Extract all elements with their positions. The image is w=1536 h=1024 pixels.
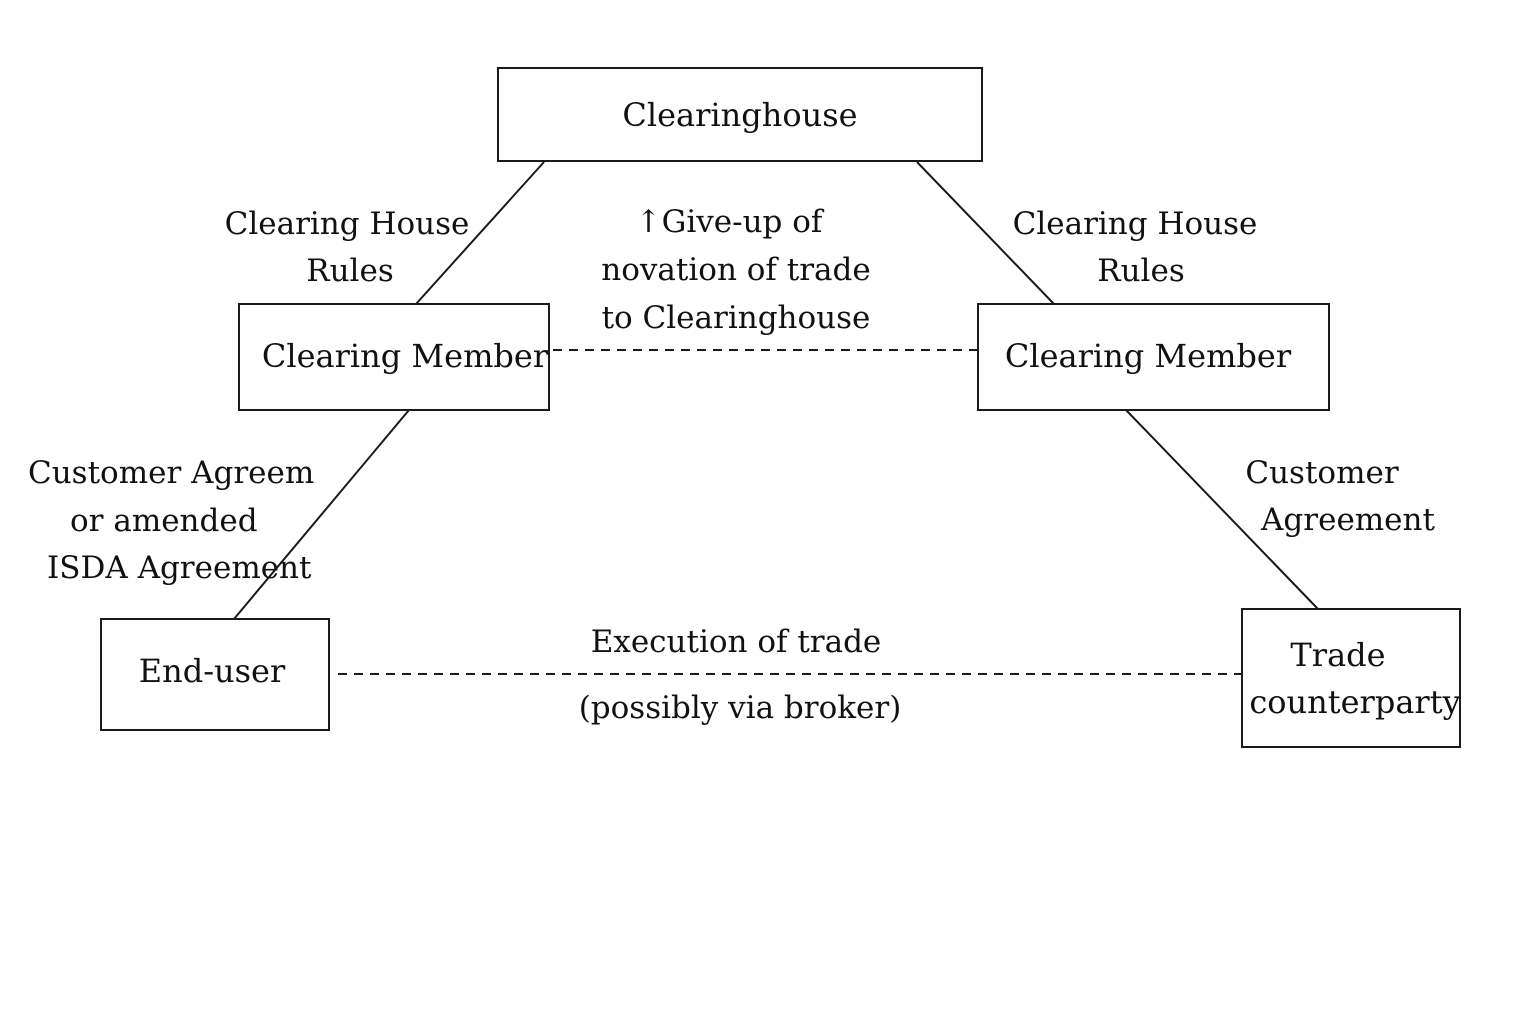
connector-clearinghouse-member-left — [415, 161, 545, 305]
customer-agreement-left-label: Customer Agreem or amended ISDA Agreemen… — [28, 455, 314, 586]
giveup-novation-line-3: to Clearinghouse — [602, 300, 871, 336]
clearing-member-right-node: Clearing Member — [977, 303, 1330, 411]
clearing-house-rules-right-line-1: Clearing House — [1013, 206, 1258, 242]
trade-counterparty-box — [1241, 608, 1461, 748]
trade-counterparty-node: Trade counterparty — [1241, 608, 1461, 748]
connector-member-right-counterparty — [1125, 409, 1319, 610]
giveup-novation-line-2: novation of trade — [601, 252, 870, 288]
clearinghouse-box — [497, 67, 983, 162]
giveup-novation-line-1: ↑Give-up of — [636, 204, 825, 240]
customer-agreement-right-line-1: Customer — [1245, 455, 1398, 491]
clearing-house-rules-left-label: Clearing House Rules — [225, 206, 470, 289]
clearing-member-left-label: Clearing Member — [262, 337, 549, 375]
end-user-node: End-user — [100, 618, 330, 731]
execution-of-trade-line-2: (possibly via broker) — [579, 690, 902, 726]
clearing-member-right-label: Clearing Member — [1005, 337, 1292, 375]
clearing-member-right-box — [977, 303, 1330, 411]
clearinghouse-node: Clearinghouse — [497, 67, 983, 162]
clearinghouse-label: Clearinghouse — [622, 96, 857, 134]
connector-member-left-end-user — [233, 409, 410, 620]
giveup-novation-label: ↑Give-up of novation of trade to Clearin… — [601, 204, 870, 336]
customer-agreement-left-line-2: or amended — [70, 503, 258, 539]
customer-agreement-right-label: Customer Agreement — [1245, 455, 1435, 538]
trade-counterparty-label-line-2: counterparty — [1249, 683, 1460, 721]
clearing-house-rules-right-label: Clearing House Rules — [1013, 206, 1258, 289]
execution-of-trade-label: Execution of trade (possibly via broker) — [579, 624, 902, 726]
trade-counterparty-label-line-1: Trade — [1290, 636, 1385, 674]
clearing-house-rules-left-line-1: Clearing House — [225, 206, 470, 242]
clearing-member-left-box — [238, 303, 550, 411]
execution-of-trade-line-1: Execution of trade — [591, 624, 882, 660]
clearing-member-left-node: Clearing Member — [238, 303, 550, 411]
customer-agreement-left-line-3: ISDA Agreement — [47, 550, 312, 586]
clearing-house-rules-right-line-2: Rules — [1097, 253, 1184, 289]
connector-clearinghouse-member-right — [916, 161, 1055, 305]
customer-agreement-left-line-1: Customer Agreem — [28, 455, 314, 491]
customer-agreement-right-line-2: Agreement — [1260, 502, 1435, 538]
clearing-house-rules-left-line-2: Rules — [306, 253, 393, 289]
end-user-label: End-user — [139, 652, 286, 690]
end-user-box — [100, 618, 330, 731]
